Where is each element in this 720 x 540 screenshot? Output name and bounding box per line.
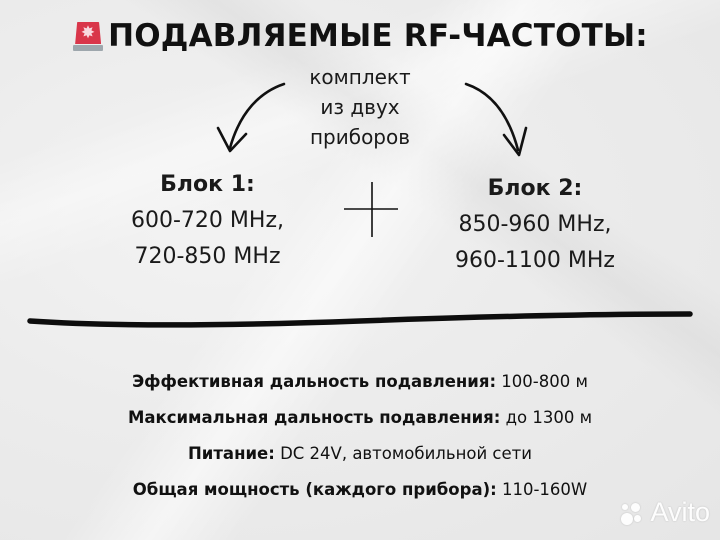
spec-label: Общая мощность (каждого прибора): — [132, 480, 497, 499]
avito-watermark-text: Avito — [650, 497, 710, 527]
spec-effective-range: Эффективная дальность подавления: 100-80… — [0, 368, 720, 404]
specs-list: Эффективная дальность подавления: 100-80… — [0, 368, 720, 512]
block-2-heading: Блок 2: — [487, 176, 583, 201]
avito-watermark: Avito — [619, 497, 710, 528]
spec-total-power: Общая мощность (каждого прибора): 110-16… — [0, 476, 720, 512]
plus-icon — [344, 182, 398, 237]
block-1-range: 720-850 MHz — [134, 244, 281, 269]
spec-label: Максимальная дальность подавления: — [127, 408, 501, 427]
curved-arrow-left-icon — [216, 82, 286, 153]
spec-power-supply: Питание: DC 24V, автомобильной сети — [0, 440, 720, 476]
spec-max-range: Максимальная дальность подавления: до 13… — [0, 404, 720, 440]
spec-label: Питание: — [188, 444, 275, 463]
kit-label-line: из двух — [320, 95, 400, 119]
spec-value: 110-160W — [501, 480, 588, 499]
spec-value: DC 24V, автомобильной сети — [280, 444, 532, 463]
siren-icon: ✸ — [72, 20, 104, 52]
avito-dots-icon — [619, 500, 647, 526]
kit-label-line: приборов — [309, 125, 411, 149]
kit-label-line: комплект — [309, 65, 411, 89]
page-title-text: ПОДАВЛЯЕМЫЕ RF-ЧАСТОТЫ: — [108, 18, 648, 54]
spec-value: 100-800 м — [501, 372, 588, 391]
spec-value: до 1300 м — [505, 408, 593, 427]
brush-divider — [27, 311, 693, 328]
page-title: ✸ ПОДАВЛЯЕМЫЕ RF-ЧАСТОТЫ: — [0, 18, 720, 54]
block-2: Блок 2: 850-960 MHz, 960-1100 MHz — [420, 171, 650, 279]
block-1-range: 600-720 MHz, — [131, 208, 284, 233]
block-2-range: 960-1100 MHz — [455, 248, 615, 273]
block-1: Блок 1: 600-720 MHz, 720-850 MHz — [100, 167, 315, 275]
kit-label: комплект из двух приборов — [260, 62, 460, 152]
block-1-heading: Блок 1: — [160, 172, 255, 197]
curved-arrow-right-icon — [464, 82, 528, 157]
spec-label: Эффективная дальность подавления: — [132, 372, 497, 391]
block-2-range: 850-960 MHz, — [458, 212, 612, 237]
